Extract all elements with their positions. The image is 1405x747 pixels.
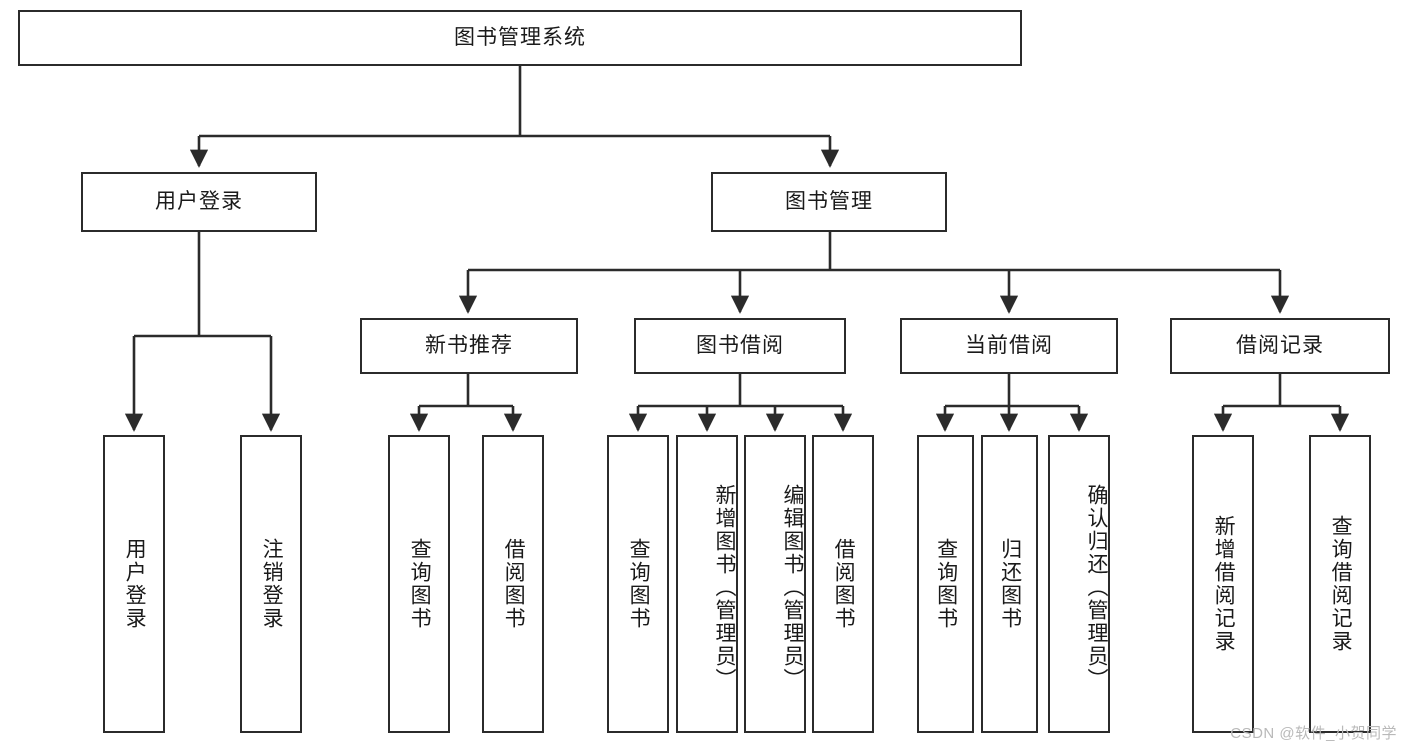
node-book-management[interactable]: 图书管理 <box>711 172 947 232</box>
node-leaf-add-book-label: 新增图书（管理员） <box>713 483 736 691</box>
node-leaf-confirm-return[interactable]: 确认归还（管理员） <box>1048 435 1110 733</box>
node-new-book-recommend[interactable]: 新书推荐 <box>360 318 578 374</box>
node-leaf-borrow-book-recommend-label: 借阅图书 <box>502 538 526 630</box>
node-leaf-query-book-recommend-label: 查询图书 <box>408 538 432 630</box>
node-leaf-borrow-book-label: 借阅图书 <box>832 538 856 630</box>
node-leaf-add-book[interactable]: 新增图书（管理员） <box>676 435 738 733</box>
node-leaf-query-book-current-label: 查询图书 <box>934 538 958 630</box>
node-leaf-edit-book-label: 编辑图书（管理员） <box>781 483 804 691</box>
node-user-login[interactable]: 用户登录 <box>81 172 317 232</box>
node-leaf-borrow-book-recommend[interactable]: 借阅图书 <box>482 435 544 733</box>
node-leaf-query-book-borrow-label: 查询图书 <box>627 538 651 630</box>
node-book-management-label: 图书管理 <box>785 189 873 213</box>
node-leaf-edit-book[interactable]: 编辑图书（管理员） <box>744 435 806 733</box>
node-root-label: 图书管理系统 <box>454 25 586 49</box>
node-current-borrow[interactable]: 当前借阅 <box>900 318 1118 374</box>
node-leaf-add-borrow-record[interactable]: 新增借阅记录 <box>1192 435 1254 733</box>
node-leaf-query-book-current[interactable]: 查询图书 <box>917 435 974 733</box>
node-leaf-borrow-book[interactable]: 借阅图书 <box>812 435 874 733</box>
node-leaf-user-logout[interactable]: 注销登录 <box>240 435 302 733</box>
node-book-borrow-label: 图书借阅 <box>696 333 784 357</box>
node-borrow-record[interactable]: 借阅记录 <box>1170 318 1390 374</box>
node-leaf-add-borrow-record-label: 新增借阅记录 <box>1212 515 1236 653</box>
node-leaf-user-logout-label: 注销登录 <box>260 538 284 630</box>
node-leaf-query-book-recommend[interactable]: 查询图书 <box>388 435 450 733</box>
node-leaf-user-login-label: 用户登录 <box>123 538 147 630</box>
node-leaf-confirm-return-label: 确认归还（管理员） <box>1085 483 1108 691</box>
node-leaf-user-login[interactable]: 用户登录 <box>103 435 165 733</box>
node-book-borrow[interactable]: 图书借阅 <box>634 318 846 374</box>
node-user-login-label: 用户登录 <box>155 189 243 213</box>
node-borrow-record-label: 借阅记录 <box>1236 333 1324 357</box>
node-current-borrow-label: 当前借阅 <box>965 333 1053 357</box>
node-new-book-recommend-label: 新书推荐 <box>425 333 513 357</box>
node-leaf-return-book-label: 归还图书 <box>998 538 1022 630</box>
node-leaf-query-borrow-record[interactable]: 查询借阅记录 <box>1309 435 1371 733</box>
node-leaf-query-borrow-record-label: 查询借阅记录 <box>1329 515 1353 653</box>
node-leaf-return-book[interactable]: 归还图书 <box>981 435 1038 733</box>
node-leaf-query-book-borrow[interactable]: 查询图书 <box>607 435 669 733</box>
node-root[interactable]: 图书管理系统 <box>18 10 1022 66</box>
csdn-watermark: CSDN @软件_小贺同学 <box>1230 725 1397 742</box>
